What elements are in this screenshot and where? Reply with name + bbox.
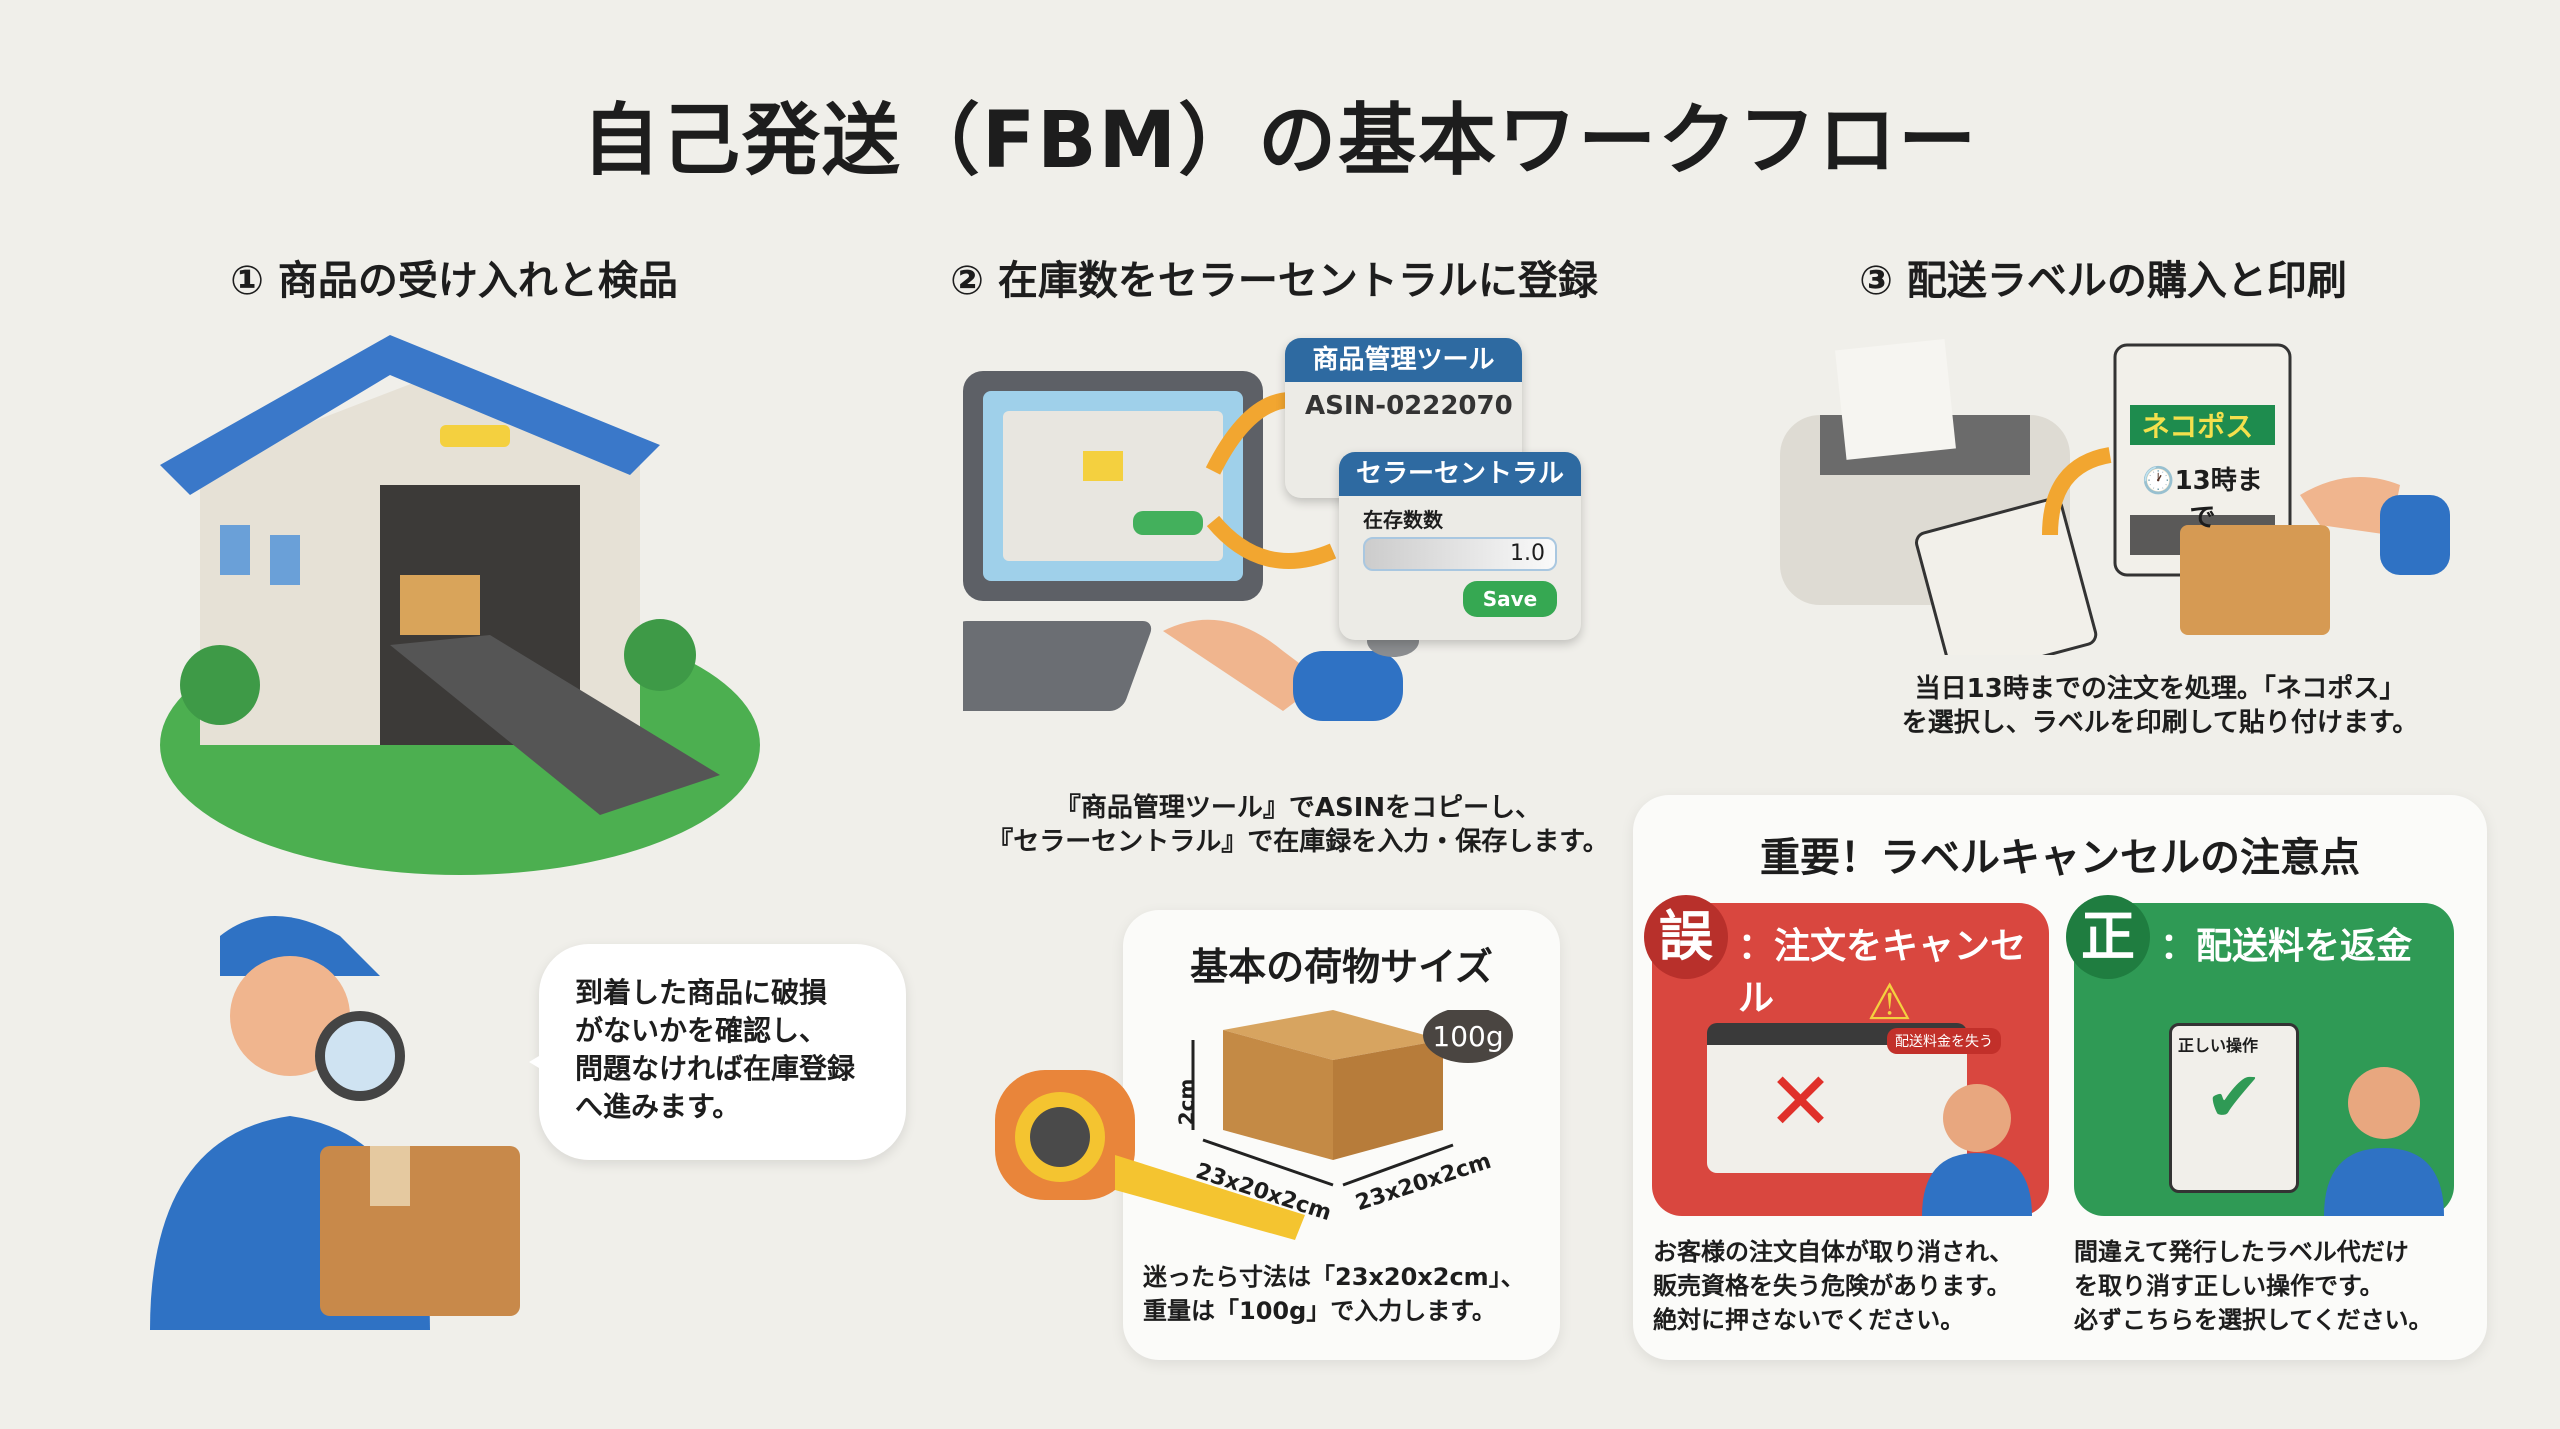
caption-line: 重量は「100g」で入力します。 <box>1143 1297 1496 1325</box>
nekopos-label: ネコポス <box>2141 410 2254 443</box>
caption-line: 販売資格を失う危険があります。 <box>1653 1272 2011 1300</box>
right-tag: 正しい操作 <box>2178 1036 2259 1055</box>
right-panel: 正 ：配送料を返金 正しい操作 ✔ <box>2066 895 2454 1216</box>
stock-field-label: 在存数数 <box>1363 508 1443 532</box>
right-label: ：配送料を返金 <box>2160 926 2413 967</box>
printer-illustration <box>1780 339 2450 655</box>
deadline-label: 🕐13時まで <box>2130 460 2275 534</box>
clock-icon: 🕐 <box>2142 466 2175 496</box>
caption-line: 『商品管理ツール』でASINをコピーし、 <box>1054 793 1542 823</box>
label-sheet-icon: 正しい操作 ✔ <box>2169 1023 2299 1193</box>
caption-line: を取り消す正しい操作です。 <box>2074 1272 2384 1300</box>
inspector-illustration <box>150 916 520 1330</box>
bubble-line: 問題なければ在庫登録 <box>575 1052 856 1085</box>
warning-icon: ⚠ <box>1867 973 1912 1031</box>
x-mark-icon: ✕ <box>1767 1055 1835 1148</box>
wrong-tag: 配送料金を失う <box>1887 1028 2001 1054</box>
step3-caption: 当日13時までの注文を処理。「ネコポス」 を選択し、ラベルを印刷して貼り付けます… <box>1760 672 2560 740</box>
wrong-badge: 誤 <box>1644 895 1728 979</box>
right-badge: 正 <box>2066 895 2150 979</box>
wrong-label: ：注文をキャンセル <box>1738 926 2027 1019</box>
warehouse-illustration <box>160 335 760 875</box>
save-button[interactable]: Save <box>1463 581 1557 617</box>
box-illustration <box>1191 1010 1513 1187</box>
warning-title: 重要！ラベルキャンセルの注意点 <box>1760 835 2360 881</box>
caption-line: 絶対に押さないでください。 <box>1653 1306 1965 1334</box>
tape-measure-icon <box>995 1070 1305 1240</box>
caption-line: 間違えて発行したラベル代だけ <box>2074 1238 2409 1266</box>
weight-badge: 100g <box>1432 1020 1504 1053</box>
inspection-speech-bubble: 到着した商品に破損 がないかを確認し、 問題なければ在庫登録 へ進みます。 <box>529 944 906 1160</box>
step2-heading: ② 在庫数をセラーセントラルに登録 <box>950 258 1598 304</box>
package-size-card: 基本の荷物サイズ 100g 2cm 23x20x2cm 23x20x2cm 迷っ… <box>1123 910 1560 1360</box>
bubble-line: へ進みます。 <box>575 1090 741 1123</box>
size-card-caption: 迷ったら寸法は「23x20x2cm」、 重量は「100g」で入力します。 <box>1143 1260 1543 1328</box>
caption-line: お客様の注文自体が取り消され、 <box>1653 1238 2014 1266</box>
seller-central-title: セラーセントラル <box>1339 452 1581 496</box>
caption-line: 『セラーセントラル』で在庫録を入力・保存します。 <box>987 827 1609 857</box>
page-title: 自己発送（FBM）の基本ワークフロー <box>581 96 1979 186</box>
deadline-text: 13時まで <box>2174 466 2263 533</box>
wrong-panel: 誤 ：注文をキャンセル ✕ ⚠ 配送料金を失う <box>1644 895 2049 1216</box>
step1-heading: ① 商品の受け入れと検品 <box>230 258 678 304</box>
caption-line: 迷ったら寸法は「23x20x2cm」、 <box>1143 1263 1525 1291</box>
caption-line: 必ずこちらを選択してください。 <box>2074 1306 2433 1334</box>
check-mark-icon: ✔ <box>2204 1056 2264 1138</box>
computer-illustration <box>963 371 1419 721</box>
product-tool-title: 商品管理ツール <box>1285 338 1522 382</box>
caption-line: を選択し、ラベルを印刷して貼り付けます。 <box>1901 708 2419 738</box>
size-card-title: 基本の荷物サイズ <box>1190 945 1493 989</box>
bubble-line: がないかを確認し、 <box>575 1014 828 1047</box>
happy-person-icon <box>2324 1067 2444 1216</box>
caption-line: 当日13時までの注文を処理。「ネコポス」 <box>1914 674 2406 704</box>
bubble-line: 到着した商品に破損 <box>575 976 828 1009</box>
asin-text: ASIN-0222070 <box>1305 391 1513 421</box>
step3-heading: ③ 配送ラベルの購入と印刷 <box>1859 258 2347 304</box>
stock-input[interactable]: 1.0 <box>1363 537 1557 571</box>
seller-central-window: セラーセントラル 在存数数 1.0 Save <box>1339 452 1581 640</box>
wrong-caption: お客様の注文自体が取り消され、 販売資格を失う危険があります。 絶対に押さないで… <box>1653 1235 2013 1337</box>
step2-caption: 『商品管理ツール』でASINをコピーし、 『セラーセントラル』で在庫録を入力・保… <box>898 791 1698 859</box>
right-caption: 間違えて発行したラベル代だけ を取り消す正しい操作です。 必ずこちらを選択してく… <box>2074 1235 2433 1337</box>
cancel-warning-card: 重要！ラベルキャンセルの注意点 誤 ：注文をキャンセル ✕ ⚠ 配送料金を失う … <box>1633 795 2487 1360</box>
worried-person-icon <box>1922 1084 2032 1216</box>
